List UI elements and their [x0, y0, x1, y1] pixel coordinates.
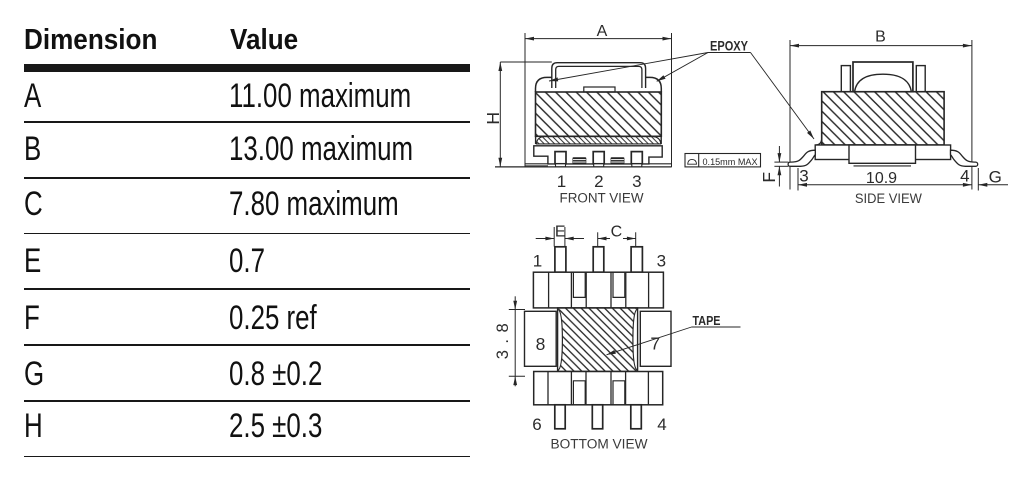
svg-text:3: 3	[799, 167, 808, 186]
svg-text:G: G	[989, 168, 1002, 187]
svg-text:8: 8	[536, 334, 546, 354]
svg-text:C: C	[611, 223, 623, 240]
svg-text:10.9: 10.9	[866, 170, 897, 187]
svg-text:F: F	[759, 172, 779, 183]
svg-text:SIDE VIEW: SIDE VIEW	[855, 191, 923, 207]
svg-text:1: 1	[533, 252, 542, 271]
svg-text:2: 2	[594, 172, 603, 191]
svg-text:BOTTOM VIEW: BOTTOM VIEW	[551, 437, 649, 453]
svg-text:3.8: 3.8	[494, 323, 512, 359]
svg-text:H: H	[483, 112, 503, 125]
svg-text:B: B	[875, 28, 886, 45]
svg-text:EPOXY: EPOXY	[710, 38, 748, 53]
svg-text:4: 4	[657, 415, 666, 434]
svg-text:TAPE: TAPE	[693, 314, 721, 328]
svg-text:1: 1	[557, 172, 566, 191]
svg-text:FRONT VIEW: FRONT VIEW	[560, 190, 645, 206]
svg-text:0.15mm MAX: 0.15mm MAX	[703, 157, 758, 167]
svg-text:3: 3	[657, 252, 666, 271]
svg-text:3: 3	[632, 172, 641, 191]
svg-text:6: 6	[532, 415, 541, 434]
svg-text:7: 7	[650, 334, 660, 354]
svg-text:4: 4	[960, 167, 969, 186]
svg-text:A: A	[597, 23, 608, 40]
svg-text:E: E	[555, 223, 566, 240]
